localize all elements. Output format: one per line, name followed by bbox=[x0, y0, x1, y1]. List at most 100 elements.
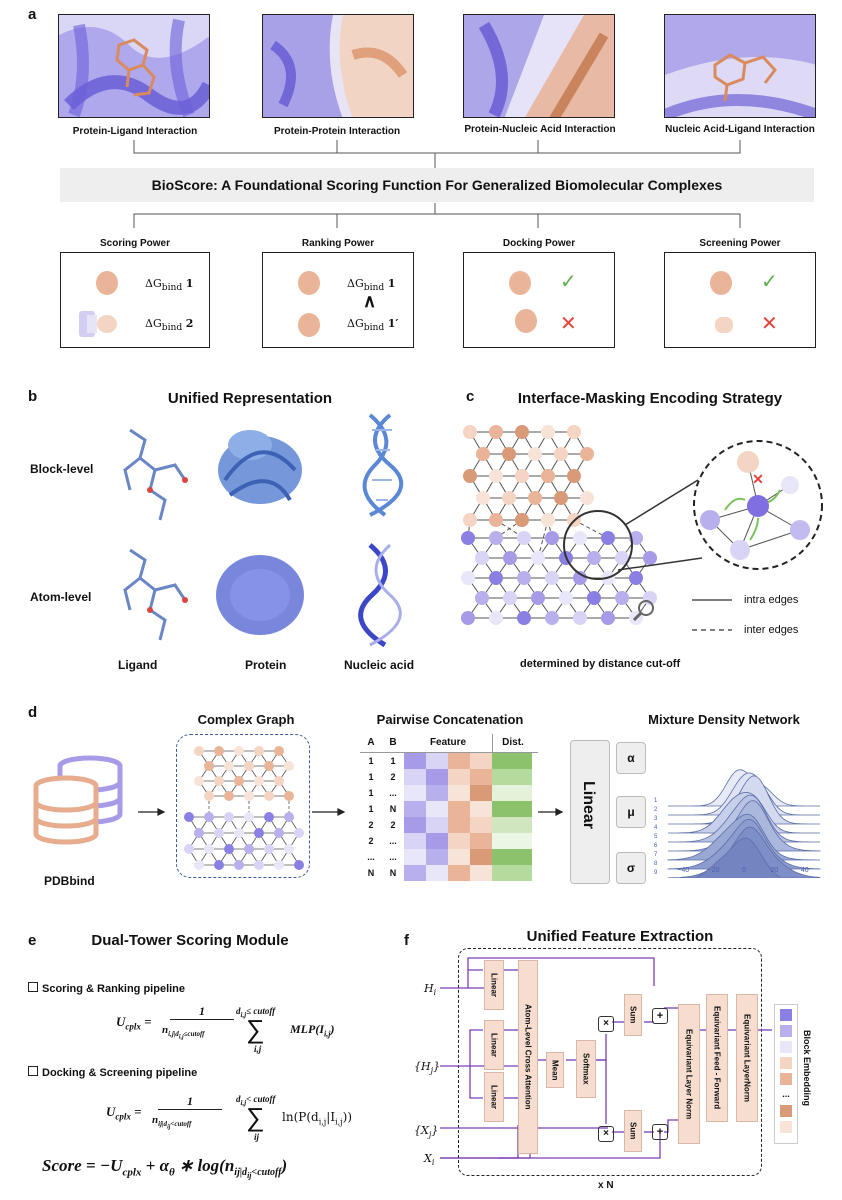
graph-node bbox=[531, 551, 545, 565]
frac-den-1: ni,j|di,j≤cutoff bbox=[162, 1024, 204, 1041]
dg-sub: bind bbox=[161, 322, 183, 334]
graph-node bbox=[629, 571, 643, 585]
linear-text: Linear bbox=[489, 1032, 499, 1057]
interaction-label-4: Nucleic Acid-Ligand Interaction bbox=[665, 124, 815, 135]
feature-cell bbox=[426, 817, 448, 833]
legend-inter-edges: inter edges bbox=[744, 624, 799, 636]
table-header-cell: Dist. bbox=[492, 734, 533, 752]
row-label-atom: Atom-level bbox=[30, 590, 92, 604]
feature-cell bbox=[448, 833, 470, 849]
graph-node bbox=[503, 591, 517, 605]
param-alpha: α bbox=[616, 742, 646, 774]
mask-cross-icon: ✕ bbox=[752, 471, 764, 487]
graph-node bbox=[489, 469, 503, 483]
feature-cell bbox=[426, 785, 448, 801]
embedding-cell bbox=[780, 1025, 792, 1037]
graph-node bbox=[545, 571, 559, 585]
add-top: + bbox=[652, 1008, 668, 1024]
dg-sub: bind bbox=[363, 322, 385, 334]
equivariant-layernorm-2: Equivariant LayerNorm bbox=[736, 994, 758, 1122]
in-sub: j bbox=[428, 1130, 432, 1140]
ln-term: ln(P(di,j|Ii,j)) bbox=[282, 1110, 352, 1126]
in-sub: j bbox=[430, 1066, 434, 1076]
embedding-ellipsis: ... bbox=[782, 1089, 790, 1099]
ranking-power-box: ΔGbind 1 ∧ ΔGbind 1′ bbox=[262, 252, 414, 348]
graph-node bbox=[573, 571, 587, 585]
graph-node bbox=[254, 828, 264, 838]
panel-d-arrows bbox=[138, 808, 564, 816]
graph-node bbox=[194, 776, 204, 786]
database-icon bbox=[33, 755, 123, 845]
cross-icon: ✕ bbox=[761, 313, 778, 335]
power-label-scoring: Scoring Power bbox=[99, 238, 170, 249]
interface-masking-graph: ✕ bbox=[461, 425, 823, 631]
feature-cell bbox=[448, 801, 470, 817]
attn-text: Atom-Level Cross Attention bbox=[523, 1004, 533, 1110]
xn-label: x N bbox=[598, 1180, 614, 1191]
graph-node bbox=[502, 491, 516, 505]
input-x-i: Xi bbox=[424, 1152, 434, 1167]
ridge-label: 4 bbox=[654, 825, 658, 831]
sum-top-2: di,j< cutoff bbox=[236, 1094, 275, 1107]
graph-node bbox=[573, 611, 587, 625]
sub-c: ≤cutoff bbox=[183, 1030, 205, 1039]
graph-node bbox=[214, 828, 224, 838]
graph-node bbox=[615, 551, 629, 565]
panel-a-connectors bbox=[133, 140, 741, 228]
graph-node bbox=[541, 425, 555, 439]
n: n bbox=[152, 1114, 159, 1126]
x-tick: 40 bbox=[801, 867, 809, 874]
x-tick: −20 bbox=[708, 867, 720, 874]
d-rest: < cutoff bbox=[246, 1094, 276, 1104]
graph-node bbox=[264, 844, 274, 854]
eq-ln2-text: Equivariant LayerNorm bbox=[742, 1013, 752, 1103]
u: U bbox=[106, 1104, 116, 1119]
checkbox-icon bbox=[28, 982, 38, 992]
embedding-cell bbox=[780, 1073, 792, 1085]
table-cell: 2 bbox=[390, 772, 396, 782]
embedding-cell bbox=[780, 1041, 792, 1053]
graph-node bbox=[194, 860, 204, 870]
in: H bbox=[424, 982, 434, 995]
panel-c-caption: determined by distance cut-off bbox=[520, 658, 681, 670]
pipeline-2-heading: Docking & Screening pipeline bbox=[28, 1066, 197, 1079]
graph-node bbox=[580, 491, 594, 505]
input-h-j: {Hj} bbox=[414, 1060, 440, 1075]
embedding-cell bbox=[780, 1121, 792, 1133]
pipeline-2-label: Docking & Screening pipeline bbox=[42, 1067, 198, 1079]
linear-label: Linear bbox=[580, 781, 597, 830]
graph-node bbox=[517, 571, 531, 585]
ridge-label: 2 bbox=[654, 807, 658, 813]
screening-power-box: ✓ ✕ bbox=[664, 252, 816, 348]
sub-a: ij|d bbox=[158, 1120, 168, 1129]
score-sub2: ij|d bbox=[234, 1167, 248, 1179]
graph-node bbox=[234, 828, 244, 838]
feature-extraction-arrows bbox=[440, 957, 772, 1159]
ridge-label: 6 bbox=[654, 843, 658, 849]
in-close: } bbox=[431, 1124, 439, 1137]
feature-cell bbox=[404, 769, 426, 785]
param-mu: μ bbox=[616, 796, 646, 828]
feature-cell bbox=[470, 801, 492, 817]
x-tick: 0 bbox=[742, 867, 746, 874]
ridge-label: 3 bbox=[654, 816, 658, 822]
graph-node bbox=[224, 844, 234, 854]
graph-node bbox=[284, 844, 294, 854]
graph-node bbox=[545, 531, 559, 545]
feature-cell bbox=[470, 865, 492, 881]
linear-text: Linear bbox=[489, 972, 499, 997]
param-sigma: σ bbox=[616, 852, 646, 884]
graph-node bbox=[528, 447, 542, 461]
dist-cell bbox=[492, 769, 532, 785]
score-sub: cplx bbox=[122, 1166, 142, 1179]
feature-cell bbox=[404, 849, 426, 865]
graph-node bbox=[489, 513, 503, 527]
power-label-screening: Screening Power bbox=[699, 238, 781, 249]
ridge-label: 9 bbox=[654, 870, 658, 876]
feature-cell bbox=[470, 753, 492, 769]
graph-node bbox=[475, 551, 489, 565]
x-tick: −40 bbox=[677, 867, 689, 874]
graph-node bbox=[264, 812, 274, 822]
graph-node bbox=[567, 425, 581, 439]
